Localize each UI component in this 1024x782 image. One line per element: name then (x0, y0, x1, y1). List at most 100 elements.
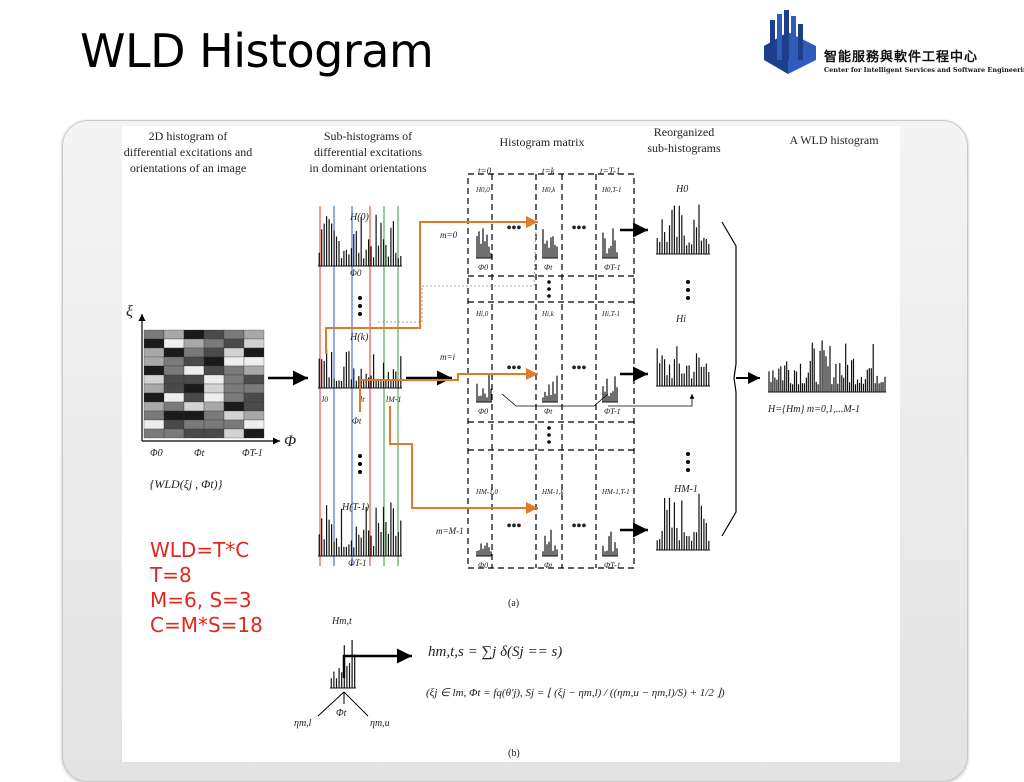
phi-T-1-label: ΦT-1 (242, 448, 263, 459)
reorg-hist-i (656, 346, 710, 386)
heatmap-cell (163, 374, 185, 385)
cell-label: HM-1,T-1 (601, 488, 630, 496)
cell-phi: Φt (544, 561, 553, 570)
heatmap-cell (163, 356, 185, 367)
heatmap-cell (223, 374, 245, 385)
cell-phi: Φ0 (478, 407, 488, 416)
svg-text:•••: ••• (507, 519, 522, 534)
slide-title: WLD Histogram (80, 24, 434, 78)
heatmap-cell (203, 383, 225, 394)
heatmap-cell (243, 374, 265, 385)
heatmap-cell (223, 410, 245, 421)
heatmap-cell (183, 365, 205, 376)
xi-axis-label: ξ (126, 303, 133, 320)
col-title-1-line-2: differential excitations and (124, 145, 252, 159)
param-wld: WLD=T*C (150, 538, 250, 562)
heatmap-cell (163, 347, 185, 358)
heatmap-cell (203, 356, 225, 367)
t-label-T-1: t=T-1 (600, 166, 620, 176)
col-title-4-line-1: Reorganized (654, 126, 714, 139)
heatmap-cell (203, 410, 225, 421)
heatmap-cell (143, 365, 165, 376)
heatmap-cell (243, 356, 265, 367)
heatmap-cell (223, 392, 245, 403)
logo-mark-icon (764, 10, 816, 74)
sub-histograms: H(0) H(k) H(T-1) Φ0 Φt ΦT-1 l0 lt lM-1 (318, 206, 402, 568)
sub-hist-label-T-1: H(T-1) (341, 502, 370, 513)
heatmap-cell (183, 401, 205, 412)
phi-t-label: Φt (194, 448, 205, 459)
sub-hist-label-0: H(0) (349, 212, 370, 223)
formula-condition: (ξj ∈ lm, Φt = fq(θ'j), Sj = ⌊ (ξj − ηm,… (426, 687, 725, 699)
heatmap-cell (223, 347, 245, 358)
cell-hist (542, 229, 558, 258)
heatmap-cell (143, 338, 165, 349)
heatmap-cell (243, 392, 265, 403)
wld-figure: 2D histogram of differential excitations… (122, 125, 900, 762)
heatmap-cell (143, 356, 165, 367)
heatmap-cell (163, 392, 185, 403)
heatmap-cell (183, 410, 205, 421)
logo (760, 10, 1020, 80)
cell-hist (542, 375, 558, 402)
m-label-0: m=0 (440, 230, 458, 240)
heatmap-cell (203, 428, 225, 439)
sub-phi-T-1: ΦT-1 (348, 558, 367, 568)
phi-axis-label: Φ (284, 433, 296, 450)
cell-hist (476, 542, 492, 556)
heatmap-cell (143, 383, 165, 394)
heatmap-cell (203, 329, 225, 340)
cell-hist (602, 376, 618, 402)
heatmap-cell (223, 419, 245, 430)
heatmap-cell (163, 410, 185, 421)
heatmap-cell (223, 338, 245, 349)
heatmap-cell (243, 428, 265, 439)
col-title-2-line-1: Sub-histograms of (324, 129, 412, 143)
heatmap-cell (183, 347, 205, 358)
heatmap-cell (223, 401, 245, 412)
heatmap-cell (183, 428, 205, 439)
heatmap-cell (163, 401, 185, 412)
heatmap-cell (223, 383, 245, 394)
heatmap-cell (183, 356, 205, 367)
svg-text:•••: ••• (572, 221, 587, 236)
heatmap-cell (183, 374, 205, 385)
m-label-M-1: m=M-1 (436, 526, 464, 536)
reorg-hist-M-1 (656, 493, 710, 550)
heatmap-cell (223, 329, 245, 340)
parameter-list: WLD=T*C T=8 M=6, S=3 C=M*S=18 (150, 538, 263, 638)
heatmap-cell (203, 365, 225, 376)
cell-label: H0,T-1 (601, 186, 622, 194)
sub-hist-T-1 (318, 502, 402, 556)
interval-l0: l0 (322, 395, 328, 404)
heatmap-cell (143, 410, 165, 421)
heatmap-cell (183, 383, 205, 394)
cell-phi: ΦT-1 (604, 263, 621, 272)
param-c: C=M*S=18 (150, 613, 263, 637)
heatmap-cell (243, 419, 265, 430)
reorg-label-M-1: HM-1 (673, 484, 698, 495)
t-label-0: t=0 (478, 166, 492, 176)
b-eta-l: ηm,l (294, 718, 312, 729)
svg-text:•••: ••• (572, 361, 587, 376)
heatmap-cell (143, 347, 165, 358)
caption-b: (b) (508, 748, 520, 759)
heatmap-cell (243, 365, 265, 376)
interval-lM-1: lM-1 (386, 395, 402, 404)
caption-a: (a) (508, 598, 519, 609)
part-b: Hm,t ηm,l ηm,u Φt hm,t,s = ∑j δ(Sj == s)… (294, 616, 725, 759)
cell-hist (476, 373, 492, 402)
heatmap-cell (143, 401, 165, 412)
heatmap-cell (143, 419, 165, 430)
cell-label: Hi,k (541, 310, 555, 318)
col-title-1-line-1: 2D histogram of (149, 129, 228, 143)
final-hist (768, 340, 886, 392)
col-title-2-line-2: differential excitations (314, 145, 422, 159)
reorg-hist-0 (656, 204, 710, 254)
cell-label: H0,k (541, 186, 556, 194)
b-hist-label: Hm,t (331, 616, 352, 627)
cell-label: HM-1,0 (475, 488, 498, 496)
cell-hist (476, 228, 492, 258)
sub-hist-0 (318, 214, 402, 266)
cell-phi: Φ0 (478, 561, 488, 570)
